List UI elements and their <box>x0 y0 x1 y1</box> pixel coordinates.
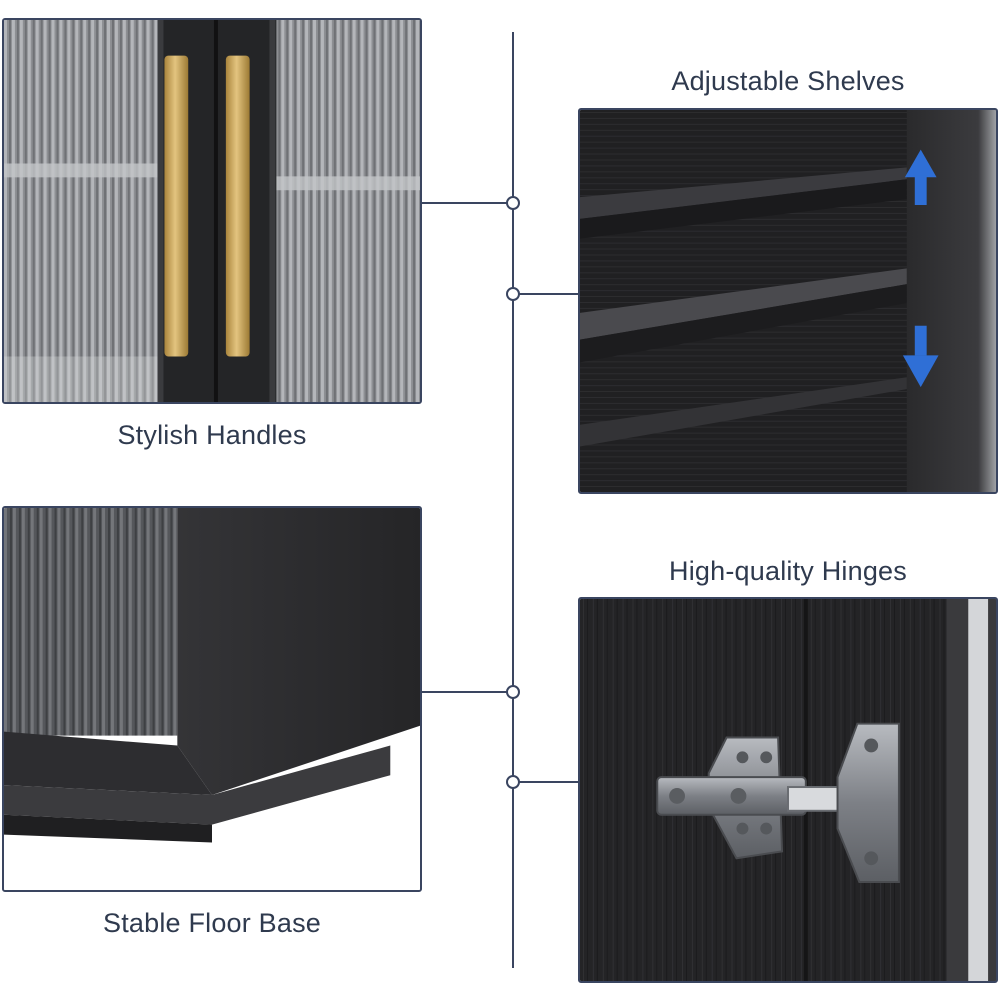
left-handle <box>164 55 189 357</box>
junction-dot <box>506 287 520 301</box>
arrow-down-icon <box>902 325 939 388</box>
hinges-photo <box>578 597 998 983</box>
arrow-up-icon <box>904 149 937 206</box>
caption-stylish-handles: Stylish Handles <box>117 420 307 450</box>
shelves-photo <box>578 108 998 494</box>
caption-high-quality-hinges: High-quality Hinges <box>669 556 907 586</box>
junction-dot <box>506 196 520 210</box>
caption-stable-floor-base: Stable Floor Base <box>102 908 322 938</box>
junction-dot <box>506 775 520 789</box>
junction-dot <box>506 685 520 699</box>
hinge-icon <box>656 722 900 884</box>
floor-base-photo <box>2 506 422 892</box>
caption-adjustable-shelves: Adjustable Shelves <box>671 66 905 96</box>
handles-photo <box>2 18 422 404</box>
right-handle <box>225 55 250 357</box>
